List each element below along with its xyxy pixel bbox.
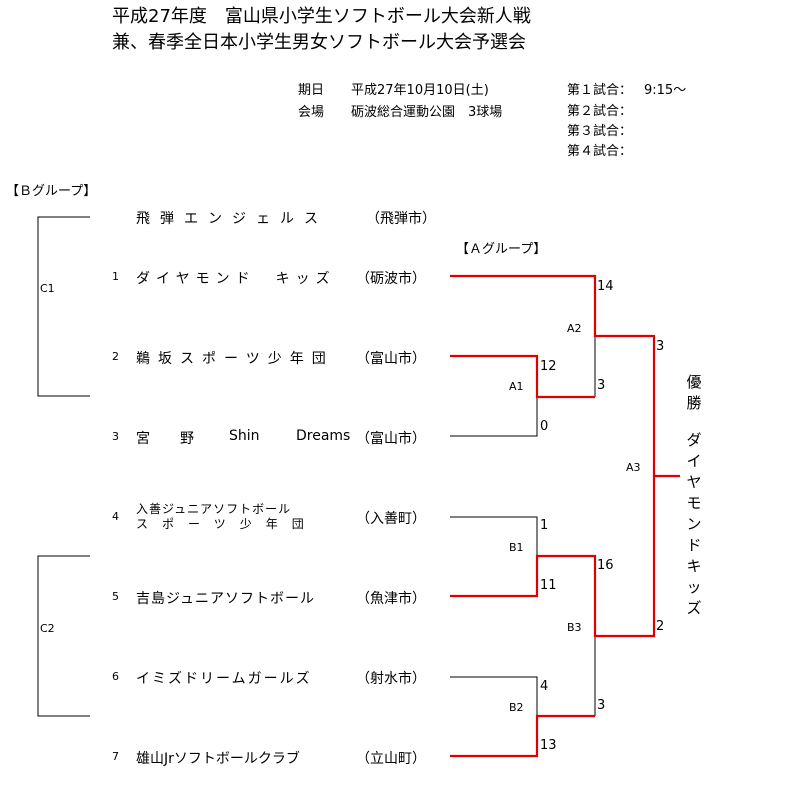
date-value: 平成27年10月10日(土) [351,83,489,98]
team-2-seed: 2 [112,350,119,363]
match-a1-label: A1 [509,380,524,393]
score-a3-top: 3 [656,339,665,354]
match-c2-label: C2 [40,622,55,635]
team-1-seed: 1 [112,270,119,283]
team-4-seed: 4 [112,510,119,523]
score-a1-top: 12 [540,359,557,374]
venue-label: 会場 [298,105,325,120]
date-label: 期日 [298,83,325,98]
team-3-name-b: Shin [229,428,260,444]
team-row-0-name: 飛弾エンジェルス [136,208,340,228]
bracket-winner-lines [450,274,680,758]
score-a3-bottom: 2 [656,619,665,634]
team-5-seed: 5 [112,590,119,603]
team-5-name: 吉島ジュニアソフトボール [136,591,316,607]
match-b2-label: B2 [509,701,524,714]
match-b3-label: B3 [567,621,582,634]
score-b3-top: 16 [597,558,614,573]
team-6-seed: 6 [112,670,119,683]
team-2-city: （富山市） [356,351,426,367]
team-1-name: ダイヤモンド キッズ [136,271,336,287]
champion-team: ダイヤモンドキッズ [686,431,702,617]
team-6-name: イミズドリームガールズ [136,671,312,687]
score-a2-top: 14 [597,279,614,294]
score-b3-bottom: 3 [597,698,606,713]
game-4-label: 第４試合： [567,144,633,159]
a-group-label: 【Ａグループ】 [456,242,547,257]
score-b1-top: 1 [540,518,549,533]
team-4-name-line2: スポーツ少年団 [136,517,318,531]
game-1-time: 9:15～ [644,83,687,98]
match-b1-label: B1 [509,541,524,554]
venue-value: 砺波総合運動公園 3球場 [351,105,503,120]
title-line-1: 平成27年度 富山県小学生ソフトボール大会新人戦 [112,6,531,27]
team-0-name: 飛弾エンジェルス [136,211,328,227]
score-b1-bottom: 11 [540,578,557,593]
team-3-seed: 3 [112,430,119,443]
match-a3-label: A3 [626,461,641,474]
score-b2-bottom: 13 [540,738,557,753]
game-2-label: 第２試合： [567,104,633,119]
team-3-name-c: Dreams [296,428,351,444]
b-group-label: 【Ｂグループ】 [6,184,97,199]
bracket-black-lines [37,216,655,717]
champion-label: 優勝 [686,373,702,412]
team-6-city: （射水市） [356,671,426,687]
match-c1-label: C1 [40,282,55,295]
game-1-label: 第１試合： [567,83,633,98]
team-3-city: （富山市） [356,431,426,447]
title-line-2: 兼、春季全日本小学生男女ソフトボール大会予選会 [112,32,526,53]
team-5-city: （魚津市） [356,591,426,607]
team-7-city: （立山町） [356,751,426,767]
team-4-name-line1: 入善ジュニアソフトボール [136,502,292,516]
game-3-label: 第３試合： [567,124,633,139]
team-3-name-a: 宮 野 [136,431,202,447]
team-7-seed: 7 [112,750,119,763]
team-7-name: 雄山Jrソフトボールクラブ [136,751,300,767]
match-a2-label: A2 [567,322,582,335]
team-1-city: （砺波市） [356,271,426,287]
team-4-city: （入善町） [356,511,426,527]
score-b2-top: 4 [540,679,549,694]
team-2-name: 鵜坂スポーツ少年団 [136,351,334,367]
score-a1-bottom: 0 [540,419,549,434]
team-0-city: （飛弾市） [366,211,436,227]
score-a2-bottom: 3 [597,378,606,393]
